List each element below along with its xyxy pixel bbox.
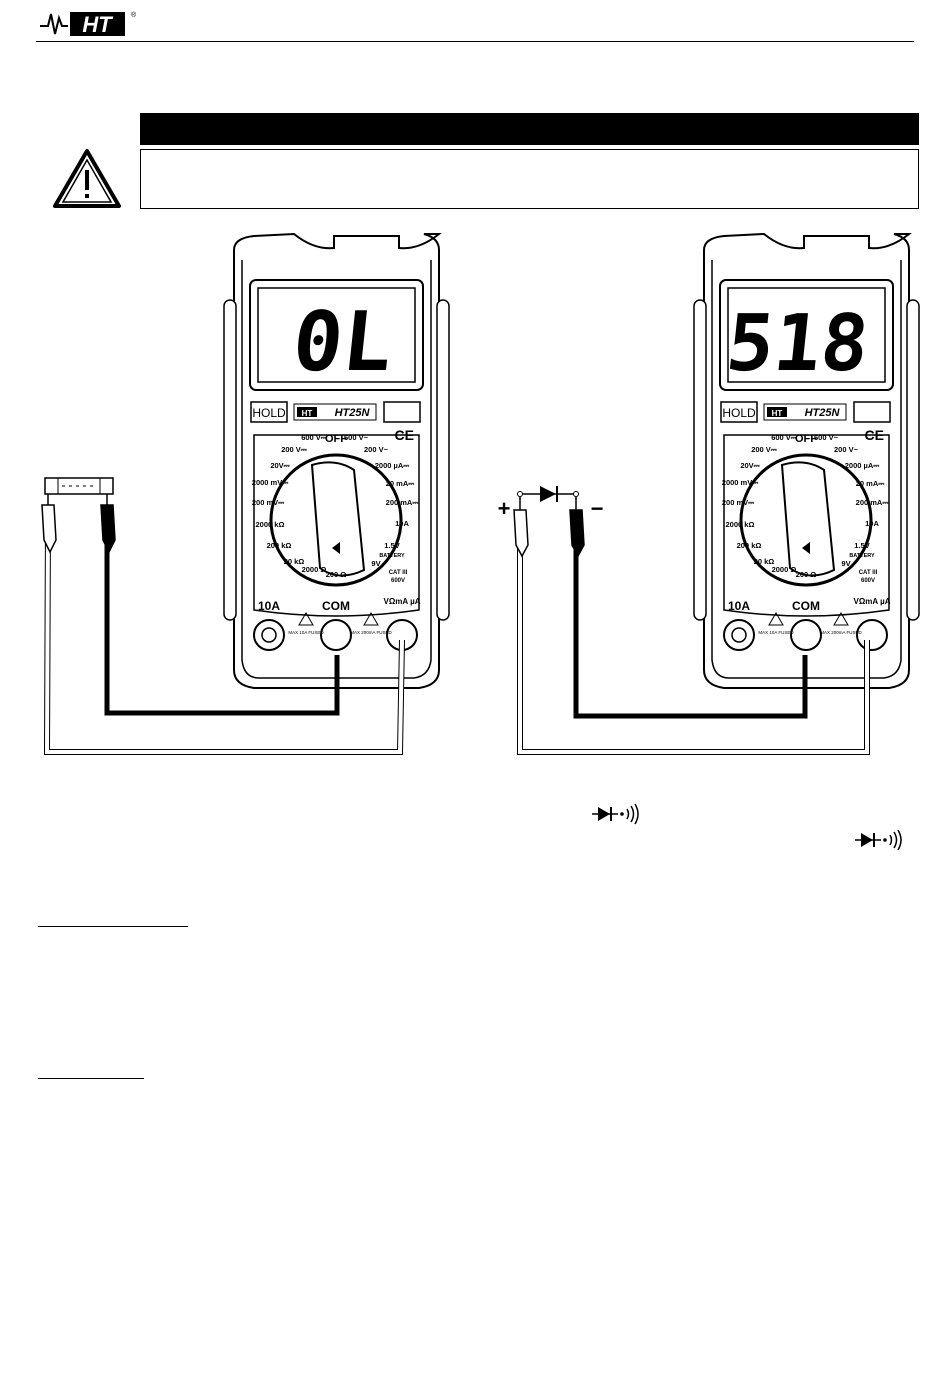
- svg-text:9V: 9V: [841, 559, 850, 568]
- svg-text:600V: 600V: [391, 578, 405, 584]
- svg-text:20 kΩ: 20 kΩ: [284, 557, 305, 566]
- svg-text:2000 Ω: 2000 Ω: [302, 565, 327, 574]
- svg-text:10A: 10A: [258, 599, 280, 613]
- svg-text:VΩmA µA: VΩmA µA: [384, 597, 421, 606]
- svg-text:200 mV⎓: 200 mV⎓: [722, 498, 755, 507]
- section-heading-underline: [38, 926, 188, 927]
- svg-text:600 V⎓: 600 V⎓: [301, 433, 328, 442]
- warning-text-box: [140, 149, 919, 209]
- right-hold-button: HOLD: [722, 406, 756, 420]
- svg-text:200 kΩ: 200 kΩ: [267, 541, 292, 550]
- svg-text:2000 kΩ: 2000 kΩ: [256, 520, 285, 529]
- logo-text: HT: [82, 12, 113, 37]
- svg-text:200 mA⎓: 200 mA⎓: [856, 498, 890, 507]
- header-rule: [36, 41, 914, 42]
- svg-text:200 V~: 200 V~: [834, 445, 859, 454]
- measurement-diagram: 0L HOLD HT25N HT CE OFF 600 V⎓ 200 V⎓ 20…: [41, 232, 921, 755]
- svg-text:MAX 200mA FUSED: MAX 200mA FUSED: [350, 630, 392, 635]
- right-multimeter: 518 HOLD HT25N HT CE OFF 600 V⎓ 200 V⎓ 2…: [692, 232, 921, 690]
- diode-buzzer-icon: [592, 803, 639, 825]
- svg-text:VΩmA µA: VΩmA µA: [854, 597, 891, 606]
- svg-text:10A: 10A: [728, 599, 750, 613]
- svg-text:20 kΩ: 20 kΩ: [754, 557, 775, 566]
- svg-text:OFF: OFF: [795, 433, 817, 445]
- polarity-minus: −: [591, 496, 604, 521]
- right-test-leads: + −: [498, 486, 870, 755]
- svg-text:HT25N: HT25N: [805, 407, 841, 419]
- svg-text:600 V⎓: 600 V⎓: [771, 433, 798, 442]
- svg-text:MAX 10A FUSED: MAX 10A FUSED: [758, 630, 794, 635]
- svg-text:10A: 10A: [395, 519, 409, 528]
- svg-text:COM: COM: [792, 599, 820, 613]
- svg-text:200 V~: 200 V~: [364, 445, 389, 454]
- svg-text:MAX 200mA FUSED: MAX 200mA FUSED: [820, 630, 862, 635]
- svg-text:2000 mV⎓: 2000 mV⎓: [722, 478, 759, 487]
- svg-text:200 mA⎓: 200 mA⎓: [386, 498, 420, 507]
- svg-text:2000 kΩ: 2000 kΩ: [726, 520, 755, 529]
- svg-text:200 Ω: 200 Ω: [326, 570, 347, 579]
- svg-text:2000 mV⎓: 2000 mV⎓: [252, 478, 289, 487]
- diode-buzzer-icon: [855, 829, 902, 851]
- svg-text:HT: HT: [772, 409, 783, 418]
- warning-triangle-icon: [53, 149, 121, 208]
- svg-text:1.5V: 1.5V: [384, 541, 399, 550]
- svg-text:CAT III: CAT III: [859, 570, 878, 576]
- svg-text:CAT III: CAT III: [389, 570, 408, 576]
- right-lcd-reading: 518: [722, 298, 872, 389]
- warning-title-bar: [140, 113, 919, 145]
- svg-text:200 kΩ: 200 kΩ: [737, 541, 762, 550]
- ht-logo: HT ®: [40, 11, 137, 37]
- svg-text:20V⎓: 20V⎓: [270, 461, 290, 470]
- svg-text:1.5V: 1.5V: [854, 541, 869, 550]
- section-heading-underline: [38, 1078, 144, 1079]
- svg-text:20 mA⎓: 20 mA⎓: [386, 479, 416, 488]
- svg-text:CE: CE: [395, 427, 414, 443]
- svg-text:600V: 600V: [861, 578, 875, 584]
- left-test-leads: [41, 477, 405, 755]
- svg-text:CE: CE: [865, 427, 884, 443]
- svg-text:200 V⎓: 200 V⎓: [751, 445, 778, 454]
- svg-text:COM: COM: [322, 599, 350, 613]
- svg-text:2000 µA⎓: 2000 µA⎓: [845, 461, 881, 470]
- svg-text:20 mA⎓: 20 mA⎓: [856, 479, 886, 488]
- left-hold-button: HOLD: [252, 406, 286, 420]
- svg-text:OFF: OFF: [325, 433, 347, 445]
- svg-text:9V: 9V: [371, 559, 380, 568]
- left-lcd-reading: 0L: [288, 295, 397, 390]
- svg-text:600 V~: 600 V~: [814, 433, 839, 442]
- svg-text:600 V~: 600 V~: [344, 433, 369, 442]
- svg-text:2000 Ω: 2000 Ω: [772, 565, 797, 574]
- svg-text:2000 µA⎓: 2000 µA⎓: [375, 461, 411, 470]
- svg-text:10A: 10A: [865, 519, 879, 528]
- svg-text:HT25N: HT25N: [335, 407, 371, 419]
- svg-text:HT: HT: [302, 409, 313, 418]
- svg-text:BATTERY: BATTERY: [849, 553, 875, 559]
- svg-text:20V⎓: 20V⎓: [740, 461, 760, 470]
- svg-text:MAX 10A FUSED: MAX 10A FUSED: [288, 630, 324, 635]
- svg-text:200 V⎓: 200 V⎓: [281, 445, 308, 454]
- svg-text:®: ®: [131, 11, 137, 19]
- svg-text:200 mV⎓: 200 mV⎓: [252, 498, 285, 507]
- left-multimeter: 0L HOLD HT25N HT CE OFF 600 V⎓ 200 V⎓ 20…: [222, 232, 451, 690]
- polarity-plus: +: [498, 496, 511, 521]
- svg-text:200 Ω: 200 Ω: [796, 570, 817, 579]
- svg-text:BATTERY: BATTERY: [379, 553, 405, 559]
